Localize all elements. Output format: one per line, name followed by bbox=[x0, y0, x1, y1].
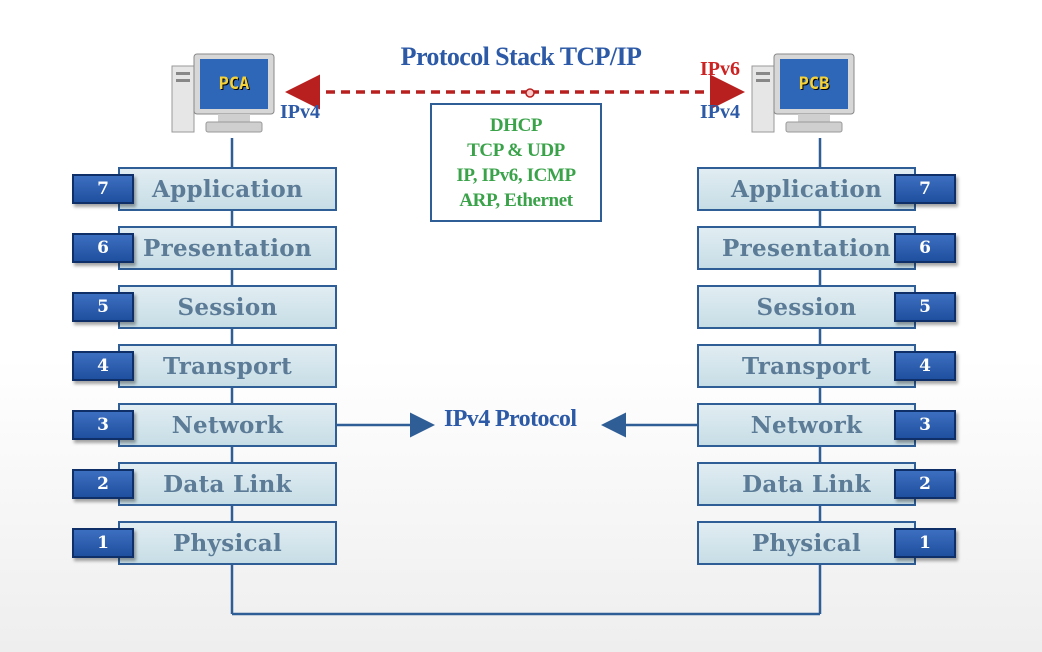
right-layer-number: 4 bbox=[894, 351, 956, 381]
right-layer-presentation: Presentation bbox=[697, 226, 916, 270]
left-layer-transport: Transport bbox=[118, 344, 337, 388]
right-layer-session: Session bbox=[697, 285, 916, 329]
left-layer-number: 3 bbox=[72, 410, 134, 440]
left-layer-number: 1 bbox=[72, 528, 134, 558]
left-layer-application: Application bbox=[118, 167, 337, 211]
protocol-item: ARP, Ethernet bbox=[459, 189, 573, 211]
right-layer-number: 5 bbox=[894, 292, 956, 322]
right-layer-data-link: Data Link bbox=[697, 462, 916, 506]
left-layer-number: 4 bbox=[72, 351, 134, 381]
computer-icon bbox=[751, 53, 855, 133]
pc-a-ip-label: IPv4 bbox=[280, 101, 320, 123]
left-layer-number: 5 bbox=[72, 292, 134, 322]
left-layer-physical: Physical bbox=[118, 521, 337, 565]
pc-b-label: PCB bbox=[798, 74, 830, 94]
pc-a-label: PCA bbox=[218, 74, 250, 94]
right-layer-application: Application bbox=[697, 167, 916, 211]
left-layer-number: 7 bbox=[72, 174, 134, 204]
right-layer-physical: Physical bbox=[697, 521, 916, 565]
protocol-item: IP, IPv6, ICMP bbox=[456, 164, 576, 186]
pc-a-computer-icon: PCA bbox=[170, 52, 276, 140]
ipv4-protocol-label: IPv4 Protocol bbox=[444, 406, 577, 432]
left-layer-number: 2 bbox=[72, 469, 134, 499]
right-layer-number: 1 bbox=[894, 528, 956, 558]
left-layer-data-link: Data Link bbox=[118, 462, 337, 506]
right-layer-network: Network bbox=[697, 403, 916, 447]
arrow-center-dot bbox=[525, 88, 535, 98]
pc-b-ipv4-label: IPv4 bbox=[700, 101, 740, 123]
page-title: Protocol Stack TCP/IP bbox=[400, 42, 642, 71]
protocol-list-box: DHCP TCP & UDP IP, IPv6, ICMP ARP, Ether… bbox=[430, 103, 602, 222]
right-layer-transport: Transport bbox=[697, 344, 916, 388]
pc-b-ipv6-label: IPv6 bbox=[700, 58, 740, 80]
left-layer-presentation: Presentation bbox=[118, 226, 337, 270]
left-layer-network: Network bbox=[118, 403, 337, 447]
left-layer-number: 6 bbox=[72, 233, 134, 263]
right-layer-number: 6 bbox=[894, 233, 956, 263]
left-layer-session: Session bbox=[118, 285, 337, 329]
right-layer-number: 7 bbox=[894, 174, 956, 204]
computer-icon bbox=[171, 53, 275, 133]
right-layer-number: 2 bbox=[894, 469, 956, 499]
right-layer-number: 3 bbox=[894, 410, 956, 440]
protocol-item: TCP & UDP bbox=[467, 139, 565, 161]
pc-b-computer-icon: PCB bbox=[750, 52, 856, 140]
protocol-item: DHCP bbox=[489, 114, 543, 136]
